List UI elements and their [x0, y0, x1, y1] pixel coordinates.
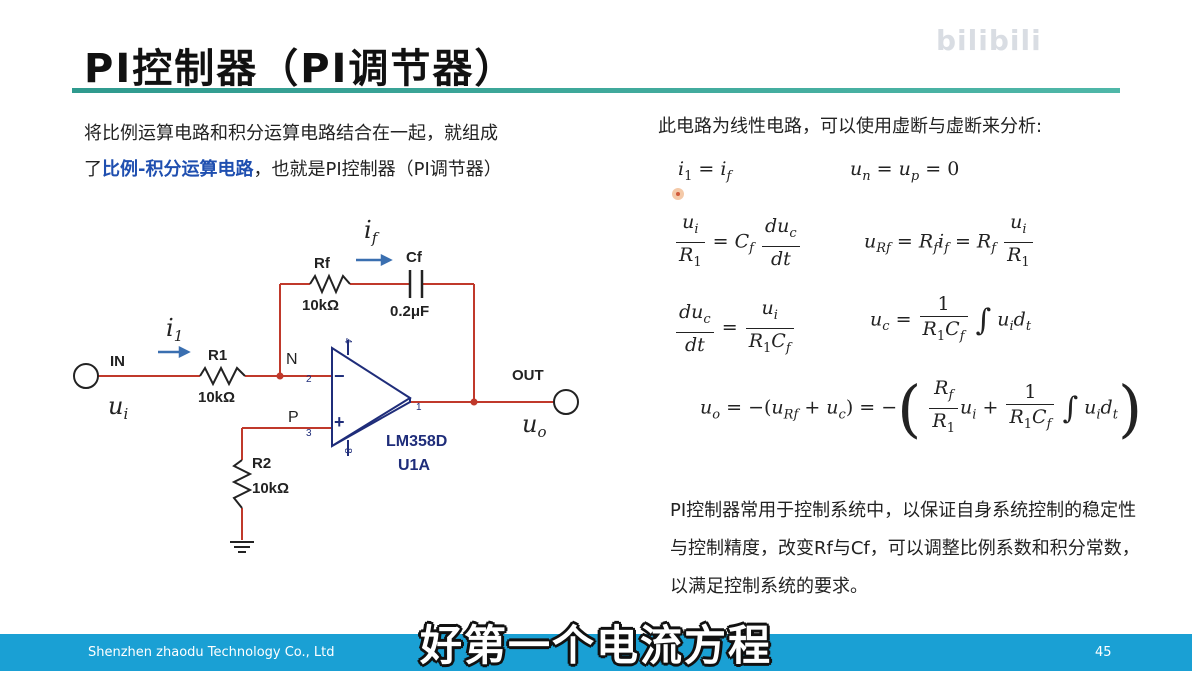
eq-un-equals-up: un = up = 0 [850, 158, 960, 184]
cf-name: Cf [406, 249, 423, 266]
i1-label: i1 [166, 314, 183, 345]
pin-bottom: 8 [342, 448, 353, 454]
output-junction [470, 398, 478, 406]
cf-value: 0.2μF [390, 303, 429, 320]
pi-controller-schematic: − + 2 3 1 4 8 LM358D U1A IN OUT N P R1 1… [73, 216, 579, 553]
eq-i1-equals-if: i1 = if [678, 158, 732, 184]
footer-bar: Shenzhen zhaodu Technology Co., Ltd 45 [0, 634, 1192, 671]
intro-line-1: 将比例运算电路和积分运算电路结合在一起，就组成 [84, 123, 498, 144]
cursor-pointer-dot [672, 188, 684, 200]
rf-value: 10kΩ [302, 297, 339, 314]
ui-label: ui [108, 392, 128, 423]
cf-capacitor [408, 270, 424, 298]
r2-resistor [231, 459, 253, 509]
current-arrows [158, 253, 393, 359]
intro-line-2b: ，也就是PI控制器（PI调节器） [253, 159, 502, 180]
opamp-lm358 [331, 340, 412, 456]
video-subtitle: 好第一个电流方程 [420, 621, 773, 670]
opamp-minus: − [334, 366, 345, 386]
r2-value: 10kΩ [252, 480, 289, 497]
intro-line-2a: 了 [84, 159, 102, 180]
pin-top: 4 [342, 338, 353, 344]
node-p-label: P [288, 409, 299, 426]
node-n-label: N [286, 351, 298, 368]
r1-resistor [199, 365, 246, 387]
r1-name: R1 [208, 347, 227, 364]
intro-highlight: 比例-积分运算电路 [102, 159, 254, 180]
title-underline [72, 88, 1120, 93]
if-label: if [364, 216, 380, 247]
pin-out: 1 [416, 402, 422, 413]
intro-paragraph: 将比例运算电路和积分运算电路结合在一起，就组成 了比例-积分运算电路，也就是PI… [84, 116, 584, 188]
pi-description: PI控制器常用于控制系统中，以保证自身系统控制的稳定性与控制精度，改变Rf与Cf… [670, 500, 1140, 597]
pin-minus: 2 [306, 374, 312, 385]
ground-symbol [230, 541, 254, 553]
footer-company: Shenzhen zhaodu Technology Co., Ltd [88, 645, 335, 660]
opamp-part-label: LM358D [386, 433, 447, 450]
circuit-wires [98, 283, 564, 540]
opamp-ref-label: U1A [398, 457, 430, 474]
uo-label: uo [522, 410, 547, 441]
in-label: IN [110, 353, 125, 370]
out-label: OUT [512, 367, 544, 384]
opamp-plus: + [334, 412, 345, 432]
output-terminal [553, 389, 579, 415]
page-number: 45 [1095, 645, 1112, 660]
rf-resistor [309, 273, 351, 295]
rf-name: Rf [314, 255, 331, 272]
page-title: PI控制器（PI调节器） [84, 46, 517, 92]
pin-plus: 3 [306, 428, 312, 439]
node-n-junction [276, 372, 284, 380]
r2-name: R2 [252, 455, 271, 472]
analysis-heading: 此电路为线性电路，可以使用虚断与虚断来分析: [658, 116, 1043, 137]
input-terminal [73, 363, 99, 389]
r1-value: 10kΩ [198, 389, 235, 406]
bilibili-watermark: bilibili [936, 24, 1042, 57]
